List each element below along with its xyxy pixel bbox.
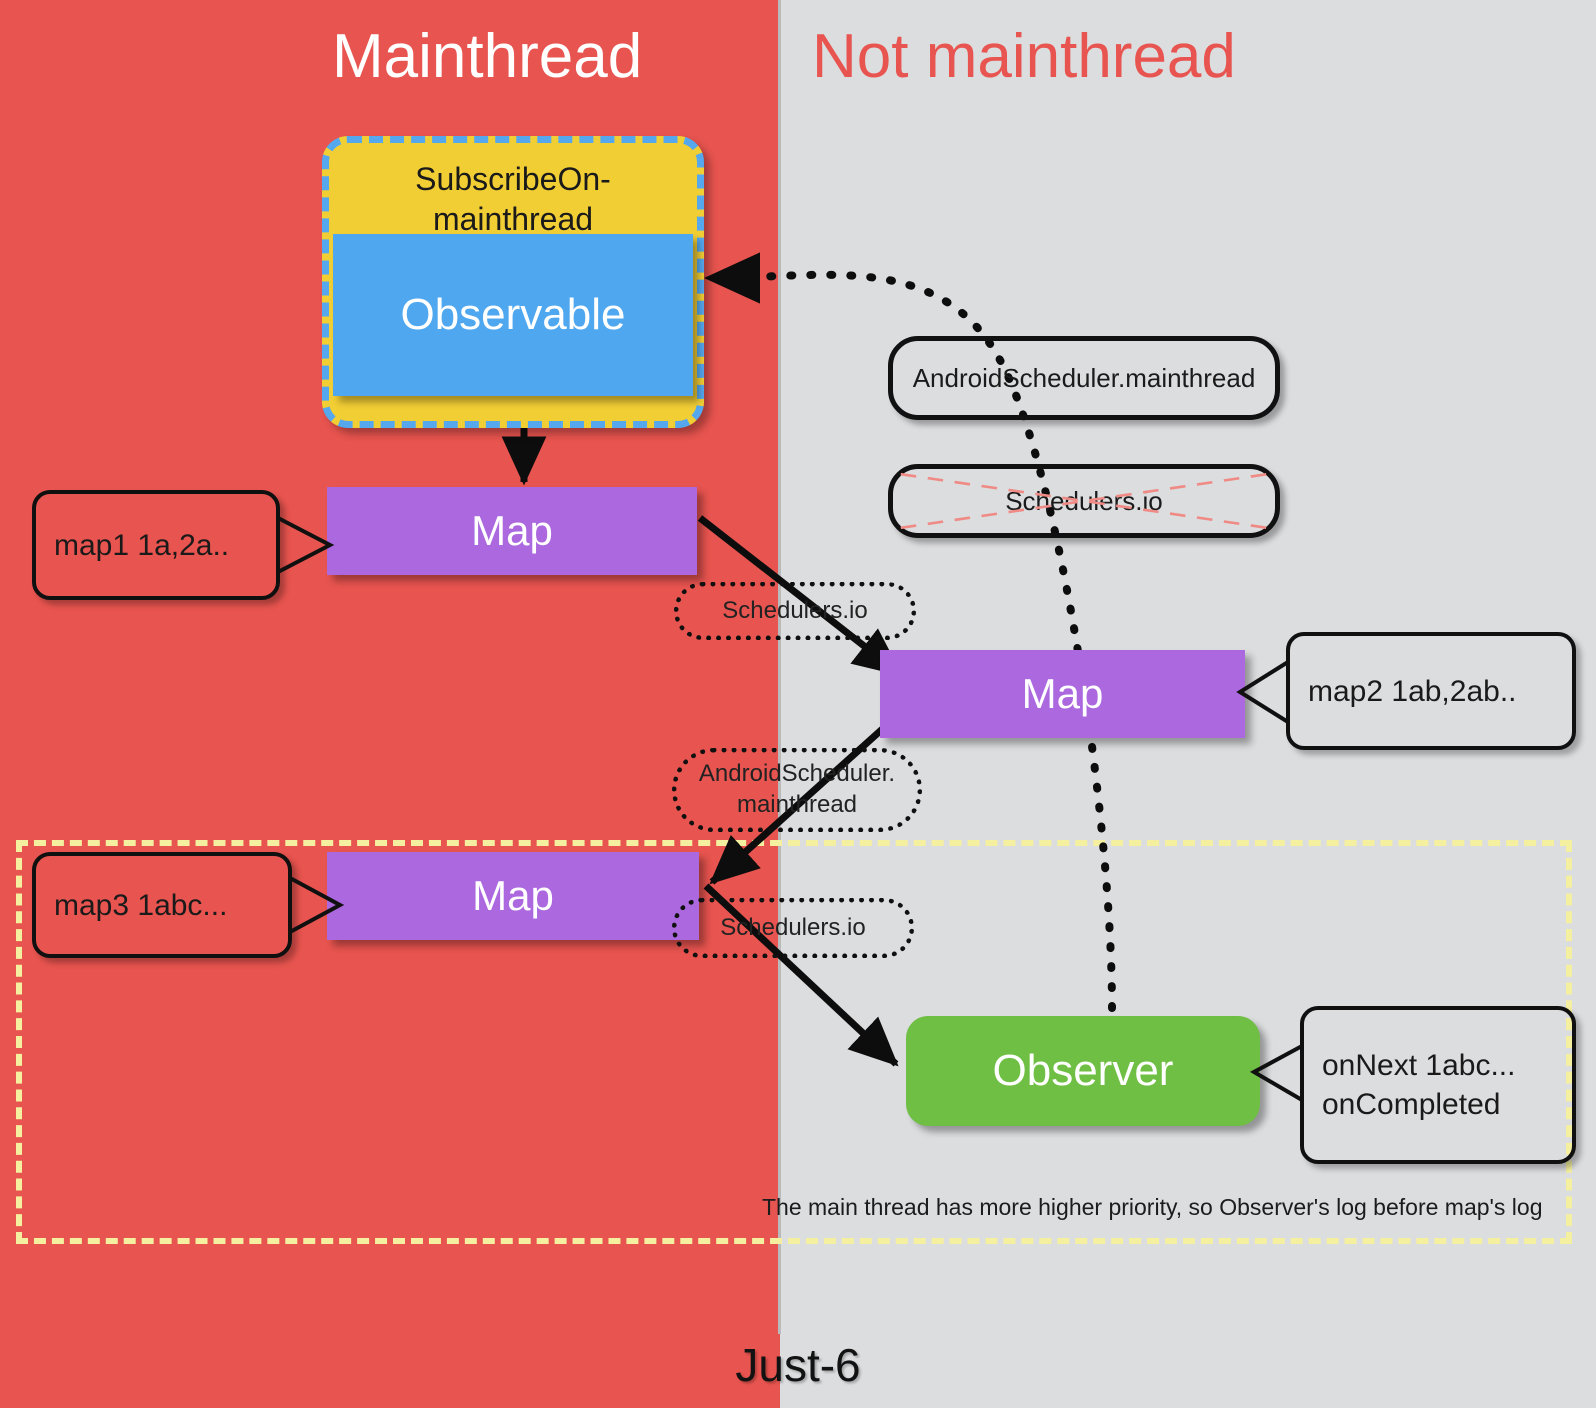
callout-observer-line2: onCompleted: [1322, 1088, 1501, 1121]
scheduler-pill-android-mainthread: AndroidScheduler. mainthread: [672, 748, 922, 832]
scheduler-pill-schedulers-io-1: Schedulers.io: [674, 582, 916, 640]
map-node-1[interactable]: Map: [327, 487, 697, 575]
map-node-2[interactable]: Map: [880, 650, 1245, 738]
scheduler-box-android-mainthread[interactable]: AndroidScheduler.mainthread: [888, 336, 1280, 420]
observable-node[interactable]: Observable: [333, 234, 693, 396]
page-title: Just-6: [735, 1339, 861, 1391]
observer-node[interactable]: Observer: [906, 1016, 1260, 1126]
callout-map3: map3 1abc...: [32, 852, 292, 958]
footer-strip-red: [0, 1334, 780, 1408]
header-mainthread: Mainthread: [332, 22, 643, 91]
priority-note: The main thread has more higher priority…: [762, 1194, 1543, 1220]
scheduler-box-schedulers-io-disabled[interactable]: Schedulers.io: [888, 464, 1280, 538]
callout-map2: map2 1ab,2ab..: [1286, 632, 1576, 750]
map-node-3[interactable]: Map: [327, 852, 699, 940]
scheduler-pill-schedulers-io-2: Schedulers.io: [672, 898, 914, 958]
scheduler-pill-line1: AndroidScheduler.: [698, 760, 896, 788]
callout-observer-line1: onNext 1abc...: [1322, 1049, 1516, 1082]
scheduler-pill-line2: mainthread: [736, 791, 858, 818]
header-not-mainthread: Not mainthread: [812, 22, 1236, 91]
callout-observer: onNext 1abc... onCompleted: [1300, 1006, 1576, 1164]
callout-map1: map1 1a,2a..: [32, 490, 280, 600]
subscribe-on-label: SubscribeOn- mainthread: [329, 159, 697, 240]
subscribe-on-label-line2: mainthread: [432, 201, 594, 238]
scheduler-box-schedulers-io-label: Schedulers.io: [1005, 485, 1163, 516]
subscribe-on-label-line1: SubscribeOn-: [415, 161, 611, 197]
